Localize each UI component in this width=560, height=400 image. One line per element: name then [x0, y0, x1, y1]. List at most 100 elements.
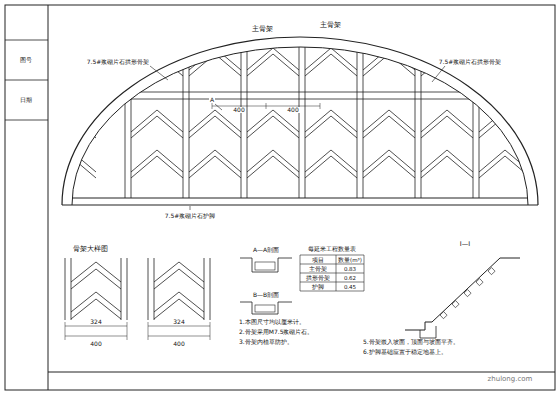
leader-line: [432, 66, 445, 82]
detail-herringbone: [71, 292, 121, 312]
herringbone-rib: [479, 116, 531, 138]
label-text: 324: [89, 319, 102, 326]
herringbone-rib: [131, 116, 183, 138]
label-text: 护脚: [311, 284, 325, 290]
herringbone-rib: [363, 156, 415, 178]
vertical-rib: [415, 30, 416, 198]
detail-herringbone: [154, 262, 204, 282]
title-strip-line: [48, 5, 49, 390]
herringbone-rib: [421, 110, 473, 132]
sheet-border: [5, 5, 555, 390]
toe-wall-line: [72, 198, 528, 199]
leader-line: [215, 104, 222, 110]
watermark: zhulong.com: [487, 376, 534, 384]
vertical-rib: [241, 30, 242, 198]
label-text: 每延米工程数量表: [307, 246, 357, 253]
herringbone-rib: [131, 156, 183, 178]
dimension-tick: [266, 103, 267, 109]
table-rule: [300, 255, 301, 291]
label-text: 6.护脚基础应置于稳定地基上。: [362, 349, 448, 356]
bottom-border-line: [48, 372, 555, 373]
title-cell-line: [5, 40, 48, 41]
vertical-rib: [189, 30, 190, 198]
herringbone-rib: [247, 110, 299, 132]
dimension-tick: [320, 103, 321, 109]
label-text: 1.本图尺寸均以厘米计。: [238, 319, 306, 326]
label-text: 3.骨架内植草防护。: [238, 339, 294, 346]
label-text: B—B剖面: [252, 292, 280, 299]
herringbone-rib: [44, 150, 96, 172]
label-text: 7.5#浆砌片石拱形骨架: [86, 59, 151, 66]
slope-rib-section: [488, 268, 495, 275]
label-text: 0.62: [343, 275, 357, 281]
label-text: 项目: [311, 257, 325, 263]
detail-rib: [148, 258, 149, 320]
detail-herringbone: [71, 262, 121, 282]
label-text: 400: [89, 341, 102, 348]
dimension-line: [65, 326, 127, 327]
detail-herringbone: [154, 292, 204, 312]
herringbone-rib: [44, 116, 96, 138]
herringbone-rib: [247, 54, 299, 76]
detail-herringbone: [71, 299, 121, 319]
label-text: 0.83: [343, 266, 357, 272]
herringbone-rib: [363, 54, 415, 76]
dimension-line: [148, 326, 210, 327]
herringbone-rib: [363, 48, 415, 70]
table-rule: [364, 255, 365, 291]
herringbone-rib: [247, 48, 299, 70]
label-text: 324: [172, 319, 185, 326]
label-text: 日期: [19, 97, 33, 104]
herringbone-rib: [305, 116, 357, 138]
label-text: A—A剖面: [252, 247, 280, 254]
label-text: 主骨架: [308, 266, 328, 272]
herringbone-rib: [131, 110, 183, 132]
label-text: 7.5#浆砌片石拱形骨架: [438, 59, 503, 66]
herringbone-rib: [305, 156, 357, 178]
dimension-tick: [210, 322, 211, 340]
vertical-rib: [247, 30, 248, 198]
detail-herringbone: [71, 269, 121, 289]
slope-rib-section: [440, 312, 447, 319]
table-rule: [300, 273, 364, 274]
horizontal-beam: [62, 92, 538, 93]
dimension-tick: [127, 322, 128, 340]
label-text: 主骨架: [251, 26, 274, 34]
herringbone-rib: [189, 48, 241, 70]
leader-line: [150, 66, 168, 80]
herringbone-rib: [189, 110, 241, 132]
label-text: 7.5#浆砌片石护脚: [164, 213, 217, 220]
label-text: 400: [286, 107, 299, 114]
title-cell-line: [5, 120, 48, 121]
label-text: 图号: [19, 57, 33, 64]
vertical-rib: [421, 30, 422, 198]
dimension-line: [65, 336, 127, 337]
herringbone-rib: [421, 156, 473, 178]
herringbone-rib: [247, 150, 299, 172]
herringbone-rib: [305, 150, 357, 172]
slope-rib-section: [452, 301, 459, 308]
herringbone-rib: [363, 110, 415, 132]
slope-rib-section: [464, 290, 471, 297]
vertical-rib: [125, 30, 126, 198]
label-text: 0.45: [343, 284, 357, 290]
slope-rib-section: [476, 279, 483, 286]
horizontal-beam: [62, 99, 538, 100]
label-text: 400: [172, 341, 185, 348]
label-text: 2.骨架采用M7.5浆砌片石。: [238, 329, 314, 336]
label-text: 拱形骨架: [305, 275, 331, 281]
herringbone-rib: [363, 150, 415, 172]
leader-line: [190, 206, 191, 210]
herringbone-rib: [44, 156, 96, 178]
herringbone-rib: [247, 116, 299, 138]
herringbone-rib: [479, 110, 531, 132]
herringbone-rib: [479, 156, 531, 178]
herringbone-rib: [44, 110, 96, 132]
table-rule: [300, 264, 364, 265]
herringbone-rib: [189, 54, 241, 76]
table-rule: [300, 291, 364, 292]
herringbone-rib: [305, 110, 357, 132]
toe-trench: [420, 326, 436, 338]
arch-outer: [62, 37, 538, 205]
herringbone-rib: [421, 116, 473, 138]
